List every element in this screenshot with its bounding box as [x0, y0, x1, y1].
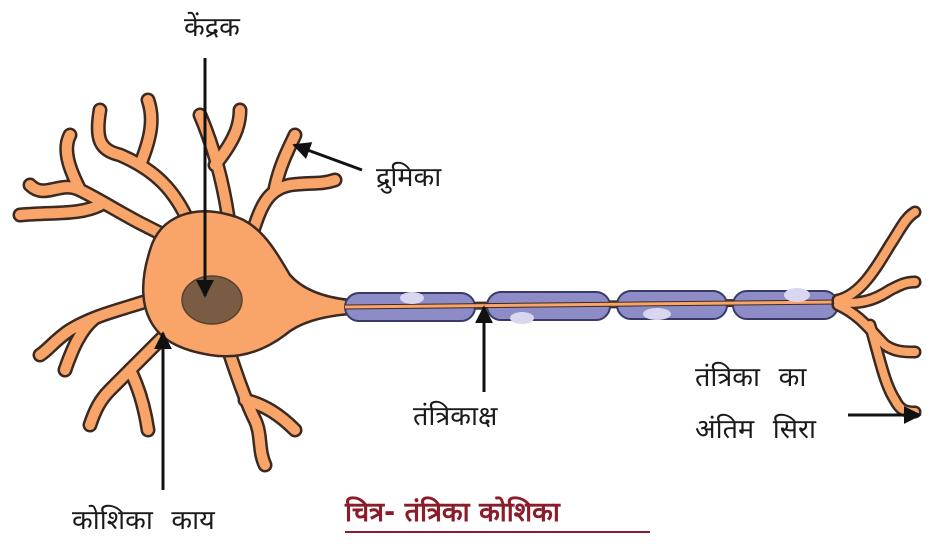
- axon-terminal: [831, 205, 922, 419]
- figure-caption: चित्र- तंत्रिका कोशिका: [344, 496, 561, 528]
- myelin-sheath: [344, 288, 839, 324]
- label-dendrite: द्रुमिका: [376, 161, 442, 194]
- label-nucleus: केंद्रक: [184, 11, 241, 43]
- label-terminal-line1: तंत्रिका का: [695, 361, 807, 393]
- cell-body-shape: [142, 210, 352, 358]
- arrow-dendrite: [292, 142, 363, 172]
- nucleus-shape: [181, 275, 243, 325]
- label-terminal-line2: अंतिम सिरा: [695, 413, 817, 445]
- label-cell-body: कोशिका काय: [72, 504, 216, 536]
- label-axon: तंत्रिकाक्ष: [413, 400, 498, 432]
- label-arrows: [154, 58, 922, 490]
